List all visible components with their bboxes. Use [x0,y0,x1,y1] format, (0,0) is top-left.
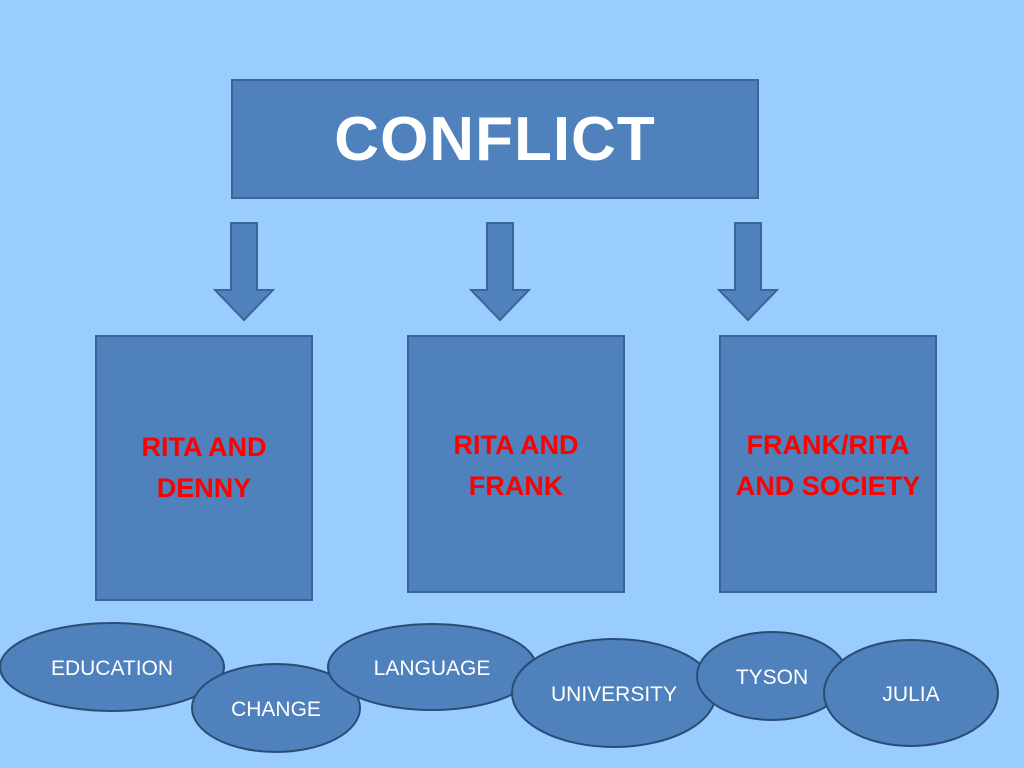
down-arrow-icon [469,222,531,322]
topic-label: RITA AND DENNY [141,432,267,503]
oval-label: CHANGE [231,698,321,721]
topic-box-frank-rita-society: FRANK/RITA AND SOCIETY [719,335,937,593]
title-box: CONFLICT [231,79,759,199]
down-arrow-icon [213,222,275,322]
oval-label: TYSON [736,666,808,689]
topic-label: FRANK/RITA AND SOCIETY [735,430,921,501]
oval-change: CHANGE [191,663,361,753]
topic-label: RITA AND FRANK [453,430,579,501]
oval-tyson: TYSON [696,631,848,721]
down-arrow-icon [717,222,779,322]
oval-label: JULIA [882,683,939,706]
oval-label: EDUCATION [51,657,173,680]
oval-julia: JULIA [823,639,999,747]
oval-university: UNIVERSITY [511,638,717,748]
oval-label: LANGUAGE [374,657,491,680]
oval-language: LANGUAGE [327,623,537,711]
title-text: CONFLICT [334,104,656,174]
topic-box-rita-denny: RITA AND DENNY [95,335,313,601]
topic-box-rita-frank: RITA AND FRANK [407,335,625,593]
oval-education: EDUCATION [0,622,225,712]
oval-label: UNIVERSITY [551,683,677,706]
